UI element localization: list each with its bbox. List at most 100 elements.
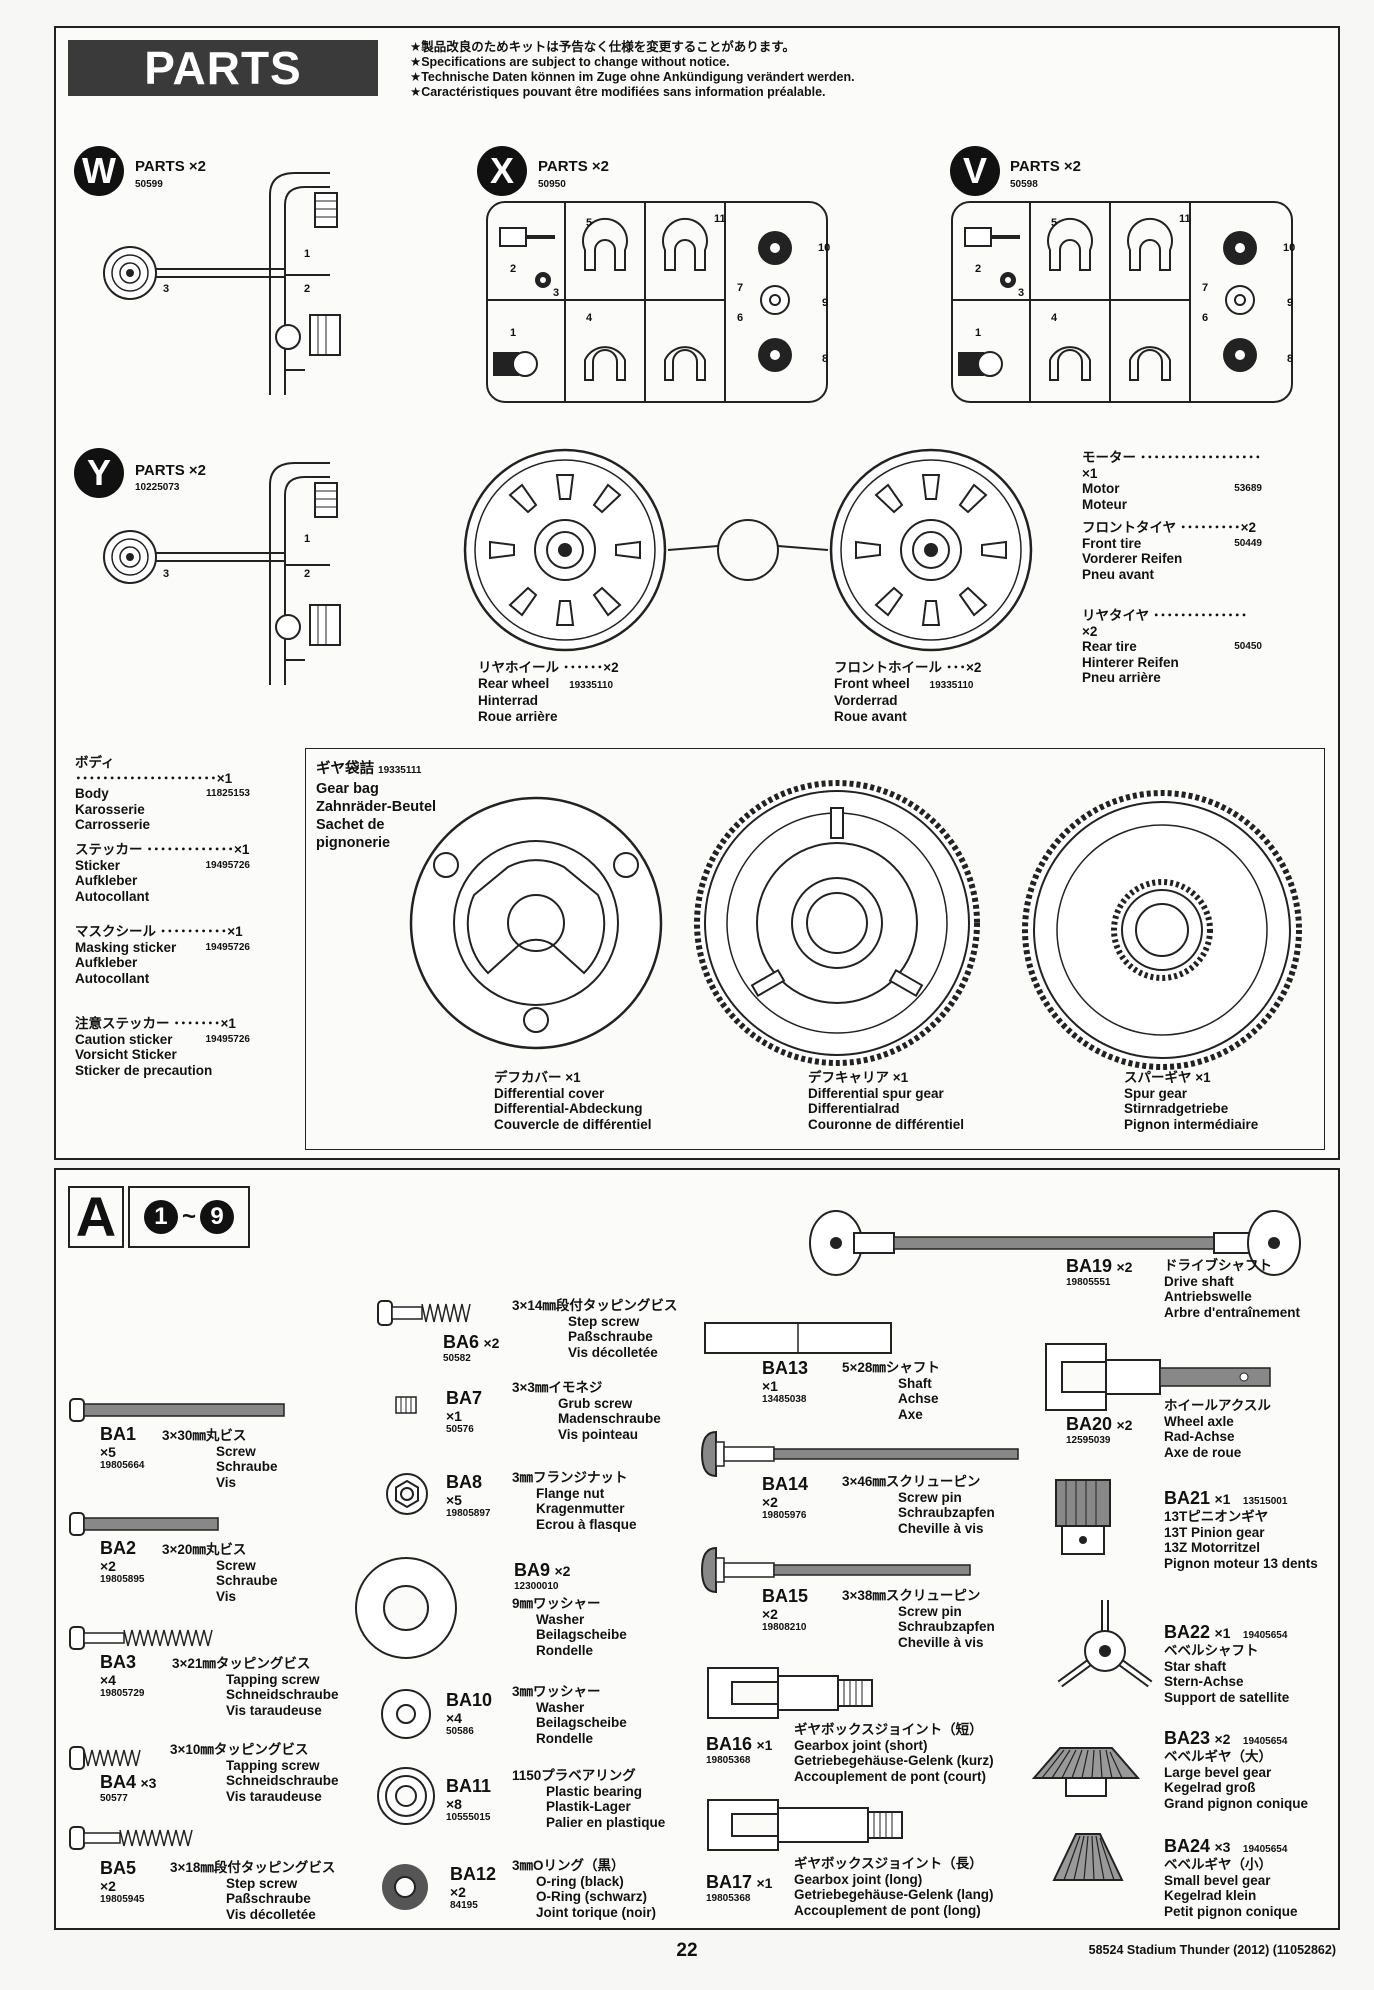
tree-w-num-2: 2	[304, 283, 311, 295]
ba20-label: BA20 ×2 12595039	[1066, 1414, 1133, 1446]
tree-label-y: PARTS ×2	[135, 462, 206, 479]
ba20-desc: ホイールアクスル Wheel axle Rad-Achse Axe de rou…	[1164, 1398, 1271, 1460]
tree-v-drawing	[951, 201, 1293, 403]
differential-cover-label: デフカバー ×1 Differential cover Differential…	[494, 1070, 652, 1132]
ba7-label: BA7 ×1 50576	[446, 1388, 483, 1435]
ba11-desc: 1150プラベアリング Plastic bearing Plastik-Lage…	[512, 1768, 666, 1830]
tree-label-v: PARTS ×2	[1010, 158, 1081, 175]
ba13-desc: 5×28㎜シャフト Shaft Achse Axe	[842, 1360, 940, 1422]
ba12-oring-drawing	[382, 1864, 428, 1910]
tree-w-num-3: 3	[163, 283, 170, 295]
tree-y-num-1: 1	[304, 533, 311, 545]
ba9-washer-drawing	[355, 1557, 457, 1659]
tree-code-v: 50598	[1010, 179, 1038, 190]
front-wheel-label: フロントホイール ･･･×2 Front wheel 19335110 Vord…	[834, 660, 982, 724]
ba2-desc: 3×20㎜丸ビス Screw Schraube Vis	[162, 1542, 278, 1604]
footer-model: 58524 Stadium Thunder (2012) (11052862)	[1088, 1943, 1336, 1957]
tree-y-drawing	[103, 462, 341, 685]
ba19-drive-shaft-drawing	[809, 1210, 1301, 1276]
ba4-desc: 3×10㎜タッピングビス Tapping screw Schneidschrau…	[170, 1742, 339, 1804]
ba14-screw-pin-drawing	[700, 1430, 1019, 1478]
page-title: PARTS	[68, 40, 378, 96]
tree-x-num-1: 1	[510, 327, 517, 339]
bag-step-range: 1 ~ 9	[128, 1186, 250, 1248]
ba14-desc: 3×46㎜スクリューピン Screw pin Schraubzapfen Che…	[842, 1474, 995, 1536]
wheel-spacer-drawing	[667, 519, 829, 581]
notice-fr: ★Caractéristiques pouvant être modifiées…	[410, 85, 826, 99]
ba16-gearbox-joint-drawing	[707, 1667, 873, 1719]
tree-v-num-7: 7	[1202, 282, 1209, 294]
ba16-label: BA16 ×1 19805368	[706, 1734, 773, 1766]
bag-a-header: A 1 ~ 9	[68, 1186, 250, 1248]
ba5-desc: 3×18㎜段付タッピングビス Step screw Paßschraube Vi…	[170, 1860, 336, 1922]
notice-block: ★製品改良のためキットは予告なく仕様を変更することがあります。 ★Specifi…	[410, 40, 855, 100]
ba8-label: BA8 ×5 19805897	[446, 1472, 491, 1519]
tree-code-y: 10225073	[135, 482, 180, 493]
ba23-large-bevel-gear-drawing	[1031, 1747, 1141, 1797]
ba22-star-shaft-drawing	[1057, 1600, 1153, 1688]
tree-x-num-3: 3	[553, 287, 560, 299]
tree-v-num-6: 6	[1202, 312, 1209, 324]
ba3-screw-drawing	[69, 1626, 213, 1650]
ba15-screw-pin-drawing	[700, 1546, 971, 1594]
ba5-label: BA5 ×2 19805945	[100, 1858, 145, 1905]
ba17-gearbox-joint-drawing	[707, 1799, 903, 1851]
ba1-desc: 3×30㎜丸ビス Screw Schraube Vis	[162, 1428, 278, 1490]
tree-label-w: PARTS ×2	[135, 158, 206, 175]
gear-bag-label: ギヤ袋詰 19335111 Gear bag Zahnräder-Beutel …	[316, 761, 437, 851]
ba5-screw-drawing	[69, 1826, 193, 1850]
ba6-label: BA6 ×2 50582	[443, 1332, 500, 1364]
ba13-shaft-drawing	[704, 1322, 892, 1354]
ba20-wheel-axle-drawing	[1045, 1343, 1271, 1411]
ba15-desc: 3×38㎜スクリューピン Screw pin Schraubzapfen Che…	[842, 1588, 995, 1650]
step-range-sep: ~	[181, 1203, 196, 1230]
ba2-screw-drawing	[69, 1512, 219, 1536]
ba12-label: BA12 ×2 84195	[450, 1864, 497, 1911]
ba11-bearing-drawing	[377, 1767, 435, 1825]
step-start-badge: 1	[143, 1200, 178, 1234]
ba8-flange-nut-drawing	[386, 1473, 428, 1515]
ba16-desc: ギヤボックスジョイント（短） Gearbox joint (short) Get…	[794, 1722, 994, 1784]
tree-v-num-3: 3	[1018, 287, 1025, 299]
ba23-desc: BA23 ×2 19405654 ベベルギヤ（大） Large bevel ge…	[1164, 1728, 1308, 1811]
tree-x-num-11: 11	[714, 213, 726, 225]
notice-jp: ★製品改良のためキットは予告なく仕様を変更することがあります。	[410, 40, 795, 54]
bag-letter: A	[68, 1186, 124, 1248]
ba9-desc: 9㎜ワッシャー Washer Beilagscheibe Rondelle	[512, 1596, 627, 1658]
ba19-label: BA19 ×2 19805551	[1066, 1256, 1133, 1288]
ba6-desc: 3×14㎜段付タッピングビス Step screw Paßschraube Vi…	[512, 1298, 678, 1360]
tree-x-drawing	[486, 201, 828, 403]
ba9-label: BA9 ×2 12300010	[514, 1560, 571, 1592]
ba24-desc: BA24 ×3 19405654 ベベルギヤ（小） Small bevel ge…	[1164, 1836, 1298, 1919]
tree-x-num-10: 10	[818, 242, 831, 254]
ba10-washer-drawing	[381, 1689, 431, 1739]
tree-x-num-6: 6	[737, 312, 744, 324]
tree-y-num-2: 2	[304, 568, 311, 580]
ba1-screw-drawing	[69, 1398, 285, 1422]
ba24-small-bevel-gear-drawing	[1052, 1833, 1124, 1881]
step-end-badge: 9	[200, 1200, 234, 1234]
tree-v-num-1: 1	[975, 327, 982, 339]
ba21-desc: BA21 ×1 13515001 13Tピニオンギヤ 13T Pinion ge…	[1164, 1488, 1318, 1571]
tree-code-x: 50950	[538, 179, 566, 190]
tree-v-num-8: 8	[1287, 353, 1294, 365]
ba17-desc: ギヤボックスジョイント（長） Gearbox joint (long) Getr…	[794, 1856, 994, 1918]
ba19-desc: ドライブシャフト Drive shaft Antriebswelle Arbre…	[1164, 1258, 1300, 1320]
ba11-label: BA11 ×8 10555015	[446, 1776, 492, 1823]
spur-gear-drawing	[1022, 790, 1302, 1070]
ba13-label: BA13 ×1 13485038	[762, 1358, 809, 1405]
ba22-desc: BA22 ×1 19405654 ベベルシャフト Star shaft Ster…	[1164, 1622, 1290, 1705]
tree-x-num-9: 9	[822, 297, 829, 309]
tree-code-w: 50599	[135, 179, 163, 190]
ba4-screw-drawing	[69, 1746, 141, 1770]
tree-label-x: PARTS ×2	[538, 158, 609, 175]
tree-v-num-2: 2	[975, 263, 982, 275]
tree-v-num-11: 11	[1179, 213, 1191, 225]
spur-gear-label: スパーギヤ ×1 Spur gear Stirnradgetriebe Pign…	[1124, 1070, 1259, 1132]
bag-a-frame	[54, 1168, 1340, 1930]
